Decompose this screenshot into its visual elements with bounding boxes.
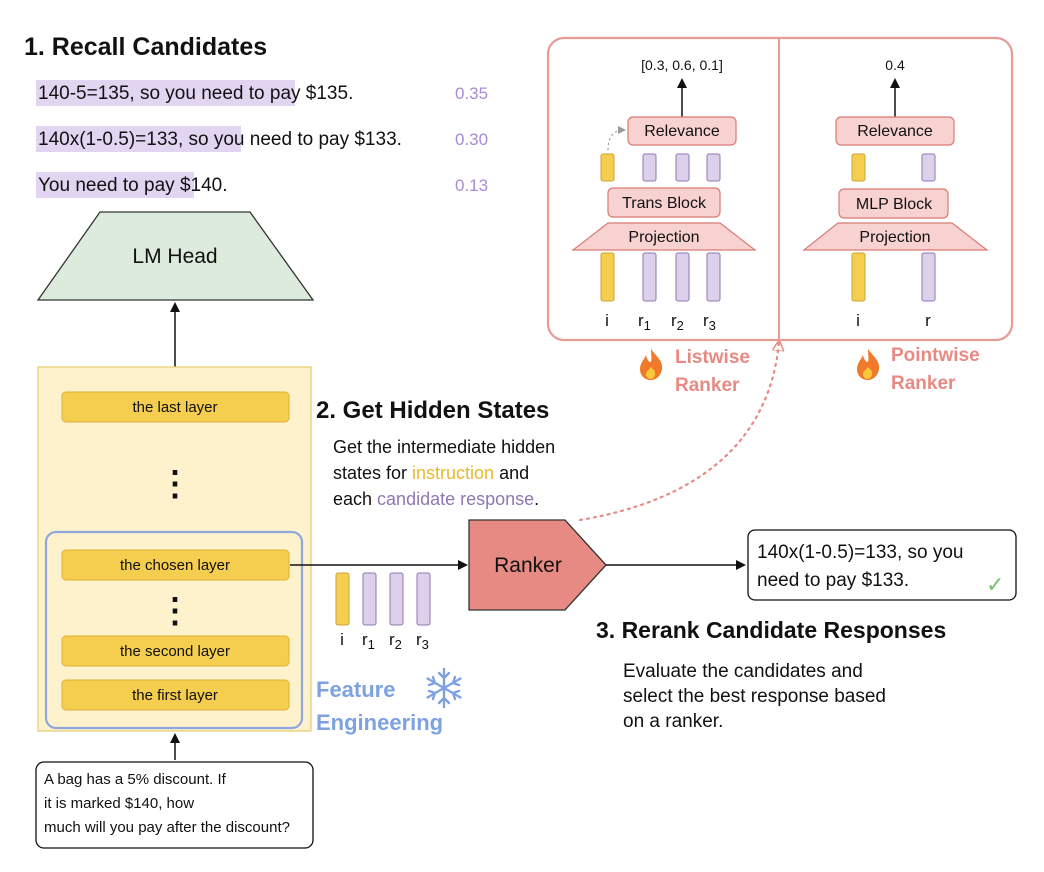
- listwise-vec-r1: [642, 252, 657, 302]
- layer-second: [61, 635, 290, 667]
- listwise-output: [0.3, 0.6, 0.1]: [641, 57, 723, 73]
- candidate-1-highlight: [36, 80, 295, 106]
- hidden-state-label-i: i: [340, 630, 344, 649]
- listwise-vec-r3: [706, 252, 721, 302]
- layer-dots-mid: ⋮: [158, 592, 192, 630]
- ranker-shape: [468, 519, 607, 611]
- listwise-top-vec-r2: [675, 153, 690, 182]
- pointwise-block-label: MLP Block: [856, 196, 933, 213]
- layer-last-label: the last layer: [132, 399, 217, 416]
- step2-desc-line1: Get the intermediate hidden: [333, 437, 555, 457]
- pointwise-projection-label: Projection: [859, 229, 930, 246]
- listwise-name-line1: Listwise: [675, 347, 750, 368]
- step1-title: 1. Recall Candidates: [24, 33, 267, 61]
- pointwise-vec-i: [851, 252, 866, 302]
- pointwise-label-r: r: [925, 311, 931, 330]
- ranker-to-panels-dotted-arrow: [578, 342, 779, 522]
- lm-head-label: LM Head: [132, 245, 217, 268]
- feature-engineering-line2: Engineering: [316, 710, 443, 735]
- pointwise-block-box: [838, 188, 949, 219]
- listwise-relevance-box: [627, 116, 737, 146]
- layer-last: [61, 391, 290, 423]
- hidden-state-label-r3: r3: [416, 630, 429, 652]
- candidate-3-score: 0.13: [455, 176, 488, 195]
- candidate-3-highlight: [36, 172, 194, 198]
- hidden-state-instruction: [335, 572, 350, 626]
- hidden-state-r1: [362, 572, 377, 626]
- listwise-instruction-skip-arrow: [607, 126, 626, 151]
- pointwise-name-line1: Pointwise: [891, 345, 980, 366]
- candidate-2-score: 0.30: [455, 130, 488, 149]
- candidate-1-text: 140-5=135, so you need to pay $135.: [38, 83, 353, 104]
- pointwise-top-vec-r: [921, 153, 936, 182]
- pointwise-relevance-box: [835, 116, 955, 146]
- result-line1: 140x(1-0.5)=133, so you: [757, 542, 964, 563]
- hidden-state-label-r1: r1: [362, 630, 375, 652]
- check-icon: ✓: [986, 572, 1004, 597]
- ranker-label: Ranker: [494, 554, 562, 577]
- listwise-top-vec-i: [600, 153, 615, 182]
- step3-title: 3. Rerank Candidate Responses: [596, 617, 946, 643]
- fire-icon: [857, 349, 880, 380]
- pointwise-vec-r: [921, 252, 936, 302]
- layer-first: [61, 679, 290, 711]
- pointwise-relevance-label: Relevance: [857, 123, 933, 140]
- step3-desc-line3: on a ranker.: [623, 711, 723, 732]
- listwise-label-r1: r1: [638, 311, 651, 333]
- listwise-top-vec-r1: [642, 153, 657, 182]
- pointwise-projection: [802, 222, 989, 251]
- listwise-label-r2: r2: [671, 311, 684, 333]
- chosen-layer-frame: [44, 530, 304, 730]
- candidate-3-text: You need to pay $140.: [38, 175, 227, 196]
- question-box: [35, 761, 314, 849]
- listwise-label-i: i: [605, 311, 609, 330]
- layer-chosen-label: the chosen layer: [120, 557, 230, 574]
- candidate-2-highlight: [36, 126, 241, 152]
- listwise-block-box: [607, 187, 721, 218]
- step2-desc-line2: states for instruction and: [333, 463, 529, 483]
- fire-icon: [640, 349, 663, 380]
- pointwise-output: 0.4: [885, 57, 905, 73]
- listwise-relevance-label: Relevance: [644, 123, 720, 140]
- listwise-block-label: Trans Block: [622, 195, 707, 212]
- layer-second-label: the second layer: [120, 643, 230, 660]
- hidden-state-label-r2: r2: [389, 630, 402, 652]
- layer-stack-panel: [37, 366, 312, 732]
- pointwise-label-i: i: [856, 311, 860, 330]
- layer-chosen: [61, 549, 290, 581]
- question-text: A bag has a 5% discount. If it is marked…: [44, 771, 290, 836]
- hidden-state-r3: [416, 572, 431, 626]
- result-box: [747, 529, 1017, 601]
- listwise-name-line2: Ranker: [675, 375, 740, 396]
- layer-first-label: the first layer: [132, 687, 218, 704]
- layer-dots-top: ⋮: [158, 465, 192, 503]
- pointwise-name-line2: Ranker: [891, 373, 956, 394]
- listwise-vec-r2: [675, 252, 690, 302]
- step3-desc-line1: Evaluate the candidates and: [623, 661, 863, 682]
- feature-engineering-line1: Feature: [316, 677, 395, 702]
- listwise-vec-i: [600, 252, 615, 302]
- listwise-projection: [571, 222, 757, 251]
- candidate-2-text: 140x(1-0.5)=133, so you need to pay $133…: [38, 129, 402, 150]
- step2-desc-line3: each candidate response.: [333, 489, 539, 509]
- candidate-1-score: 0.35: [455, 84, 488, 103]
- listwise-top-vec-r3: [706, 153, 721, 182]
- step3-desc-line2: select the best response based: [623, 686, 886, 707]
- listwise-projection-label: Projection: [628, 229, 699, 246]
- snowflake-icon: [426, 667, 462, 709]
- pointwise-top-vec-i: [851, 153, 866, 182]
- step2-title: 2. Get Hidden States: [316, 397, 549, 424]
- listwise-label-r3: r3: [703, 311, 716, 333]
- hidden-state-r2: [389, 572, 404, 626]
- lm-head-trapezoid: [36, 211, 315, 301]
- result-line2: need to pay $133.: [757, 570, 909, 591]
